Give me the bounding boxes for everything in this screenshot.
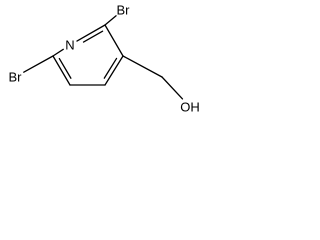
atom-label-br-6: Br bbox=[9, 70, 23, 85]
bond-c2-c3 bbox=[104, 24, 124, 57]
atom-label-n1: N bbox=[65, 38, 74, 53]
bond-c7-o bbox=[161, 76, 184, 100]
bond-c3-c4 bbox=[104, 55, 124, 86]
bond-c3-c7 bbox=[122, 55, 163, 78]
bond-c6-br6 bbox=[23, 55, 54, 73]
atom-label-oh: OH bbox=[180, 100, 200, 115]
atom-labels: N Br Br OH bbox=[9, 3, 200, 115]
bond-c5-c6 bbox=[52, 55, 71, 86]
chemical-structure: N Br Br OH bbox=[9, 3, 200, 115]
atom-label-br-2: Br bbox=[117, 3, 131, 18]
bond-c2-br2 bbox=[104, 15, 117, 26]
bond-c5-c6-inner bbox=[58, 57, 72, 79]
bond-c3-c4-inner bbox=[103, 57, 118, 79]
bond-n1-c2-inner bbox=[82, 30, 104, 43]
bond-c6-n1 bbox=[52, 48, 64, 57]
bonds bbox=[23, 15, 184, 100]
bond-n1-c2 bbox=[76, 24, 106, 42]
